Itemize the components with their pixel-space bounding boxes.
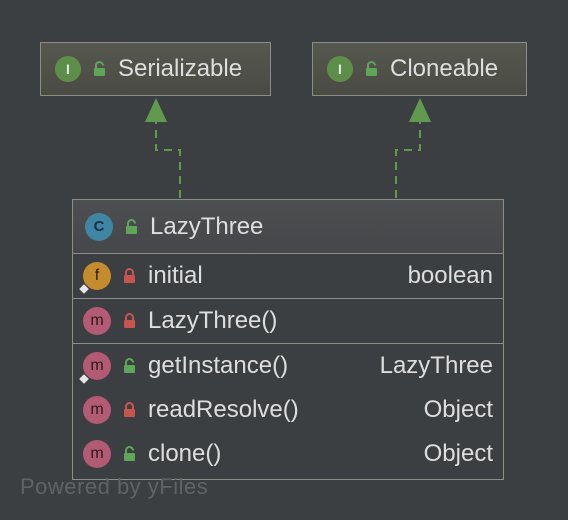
private-lock-icon <box>123 402 136 418</box>
arrowhead-cloneable <box>409 98 431 122</box>
powered-by-watermark: Powered by yFiles <box>20 474 209 499</box>
interface-box-serializable[interactable]: I Serializable <box>40 42 271 96</box>
method-return-type: Object <box>423 396 493 423</box>
method-return-type: LazyThree <box>379 352 493 379</box>
private-lock-icon <box>123 313 136 329</box>
fields-section: f initial boolean <box>73 254 503 299</box>
field-icon-letter: f <box>94 267 100 284</box>
method-row-readresolve[interactable]: m readResolve() Object <box>73 388 503 432</box>
method-icon-letter: m <box>90 401 104 418</box>
field-icon: f <box>79 262 111 294</box>
field-row-initial[interactable]: f initial boolean <box>73 254 503 298</box>
method-name: readResolve() <box>148 396 299 423</box>
method-icon: m <box>79 352 111 384</box>
method-row-getinstance[interactable]: m getInstance() LazyThree <box>73 344 503 388</box>
public-lock-icon <box>93 61 106 77</box>
interface-icon: I <box>55 56 81 82</box>
public-lock-icon <box>123 446 136 462</box>
static-badge-icon <box>79 374 89 384</box>
method-return-type: Object <box>423 440 493 467</box>
public-lock-icon <box>123 358 136 374</box>
static-badge-icon <box>79 284 89 294</box>
method-row-clone[interactable]: m clone() Object <box>73 432 503 476</box>
method-icon-letter: m <box>90 312 104 329</box>
private-lock-icon <box>123 268 136 284</box>
realization-line-cloneable <box>395 122 421 198</box>
field-type: boolean <box>407 262 493 289</box>
method-icon: m <box>83 307 111 335</box>
interface-box-cloneable[interactable]: I Cloneable <box>312 42 527 96</box>
method-icon: m <box>83 440 111 468</box>
interface-name: Cloneable <box>390 55 499 82</box>
realization-line-serializable <box>155 122 181 198</box>
constructor-name: LazyThree() <box>148 307 278 334</box>
class-box-lazythree[interactable]: C LazyThree f initial boolean <box>72 199 504 480</box>
constructor-row[interactable]: m LazyThree() <box>73 299 503 343</box>
interface-icon: I <box>327 56 353 82</box>
public-lock-icon <box>125 218 138 235</box>
methods-section: m getInstance() LazyThree m readResolve(… <box>73 344 503 476</box>
method-icon: m <box>83 396 111 424</box>
class-header: C LazyThree <box>73 200 503 254</box>
class-name: LazyThree <box>150 212 264 240</box>
arrowhead-serializable <box>145 98 167 122</box>
method-name: clone() <box>148 440 222 467</box>
method-name: getInstance() <box>148 352 289 379</box>
public-lock-icon <box>365 61 378 77</box>
method-icon-letter: m <box>90 445 104 462</box>
interface-name: Serializable <box>118 55 243 82</box>
field-name: initial <box>148 262 203 289</box>
constructors-section: m LazyThree() <box>73 299 503 344</box>
method-icon-letter: m <box>90 357 104 374</box>
class-icon: C <box>85 212 113 241</box>
